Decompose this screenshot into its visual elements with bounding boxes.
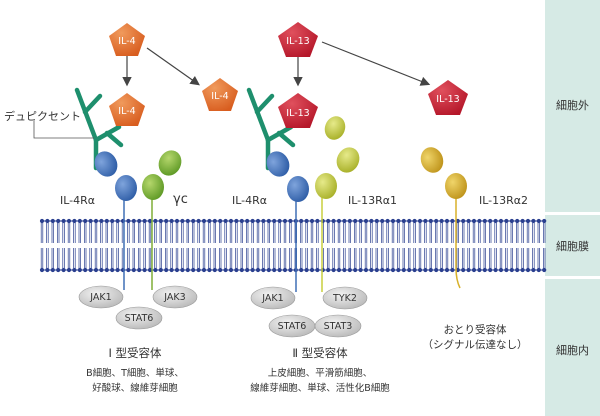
il4ra-label-2: IL-4Rα [232,194,268,207]
il4ra-receptor-2 [266,151,309,202]
svg-text:JAK1: JAK1 [89,292,111,303]
decoy-line1: おとり受容体 [443,324,507,336]
decoy-line2: （シグナル伝達なし） [422,339,528,351]
type1-cells-line1: B細胞、T細胞、単球、 [86,368,184,379]
svg-text:STAT6: STAT6 [278,321,307,332]
type1-caption: Ⅰ 型受容体 B細胞、T細胞、単球、 好酸球、線維芽細胞 [50,345,220,396]
svg-text:IL-4: IL-4 [118,36,135,47]
il13-ligand-free: IL-13 [278,22,318,57]
jak3-oval: JAK3 [152,285,198,309]
il4-ligand-bound: IL-4 [109,93,145,126]
type1-title: Ⅰ 型受容体 [108,346,162,360]
tyk2-oval: TYK2 [322,286,368,310]
stat6-oval-1: STAT6 [115,306,163,330]
il4-ligand-free: IL-4 [109,23,145,56]
type2-cells-line2: 線維芽細胞、単球、活性化B細胞 [250,383,390,394]
svg-text:IL-4: IL-4 [118,106,135,117]
il4ra-label-1: IL-4Rα [60,194,96,207]
il4ra-receptor-1 [94,151,137,201]
cell-membrane [39,218,547,273]
receptor-tails [123,194,461,292]
dupilumab-label: デュピクセント [4,110,81,123]
svg-text:IL-13: IL-13 [286,108,309,119]
binding-arrows [122,41,431,87]
type2-title: Ⅱ 型受容体 [292,346,348,360]
svg-text:IL-13: IL-13 [436,94,459,105]
stat6-oval-2: STAT6 [268,314,316,338]
decoy-caption: おとり受容体 （シグナル伝達なし） [412,323,538,353]
zone-extracellular-bg [545,0,600,212]
svg-text:JAK1: JAK1 [261,293,283,304]
type1-cells-line2: 好酸球、線維芽細胞 [92,383,178,394]
il13ra2-label: IL-13Rα2 [479,194,529,207]
svg-text:TYK2: TYK2 [332,293,357,304]
zone-membrane-bg [545,215,600,276]
il13ra2-receptor [420,147,467,199]
jak1-oval-2: JAK1 [250,286,296,310]
gamma-c-label: γc [173,192,188,207]
jak1-oval-1: JAK1 [78,285,124,309]
zone-intracellular-bg [545,279,600,416]
il13ra1-receptor [315,116,360,199]
svg-text:IL-13: IL-13 [286,36,309,47]
il4-ligand-alt: IL-4 [202,78,238,111]
svg-text:JAK3: JAK3 [163,292,185,303]
type2-cells-line1: 上皮細胞、平滑筋細胞、 [267,368,373,379]
zone-label-membrane: 細胞膜 [556,240,589,253]
svg-text:IL-4: IL-4 [211,91,228,102]
zone-label-intracellular: 細胞内 [556,344,589,357]
type2-caption: Ⅱ 型受容体 上皮細胞、平滑筋細胞、 線維芽細胞、単球、活性化B細胞 [225,345,415,396]
il13ra1-label: IL-13Rα1 [348,194,398,207]
zone-label-extracellular: 細胞外 [556,99,589,112]
svg-text:STAT3: STAT3 [324,321,353,332]
il13-ligand-decoy: IL-13 [428,80,468,115]
gamma-c-receptor [142,150,182,200]
dupilumab-pointer-line [33,121,94,139]
svg-text:STAT6: STAT6 [125,313,154,324]
il13-ligand-bound: IL-13 [278,93,318,128]
stat3-oval: STAT3 [314,314,362,338]
